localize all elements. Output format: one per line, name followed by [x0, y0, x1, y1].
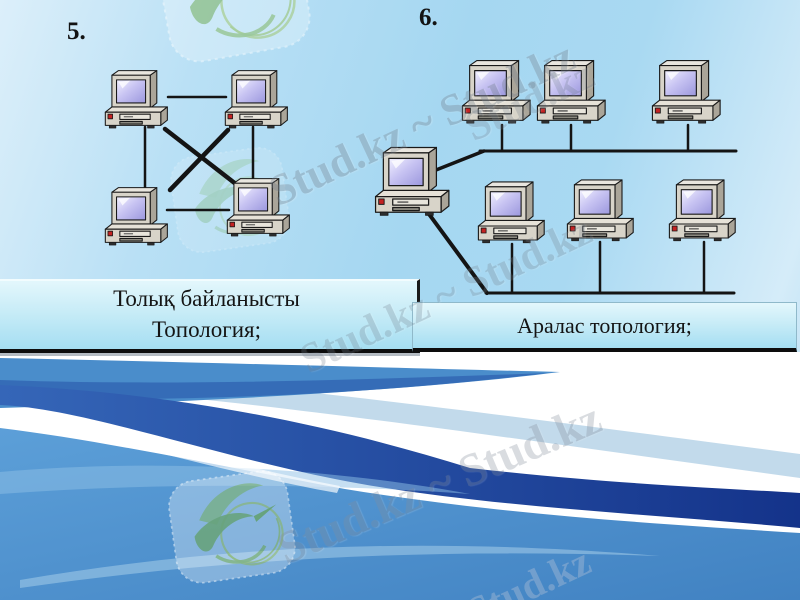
caption-text: Аралас топология; — [517, 313, 692, 338]
caption-line-2: Топология; — [151, 317, 261, 342]
stud-kz-hummingbird-logo — [161, 462, 304, 593]
computer-icon — [104, 185, 170, 247]
wave-decoration — [0, 352, 800, 600]
computer-icon — [536, 58, 608, 125]
computer-icon — [651, 58, 723, 125]
caption-line-1: Толық байланысты — [113, 286, 300, 311]
figure-number-6: 6. — [419, 4, 438, 31]
figure-number-5: 5. — [67, 18, 86, 45]
stud-kz-hummingbird-logo — [148, 0, 321, 72]
computer-icon — [477, 179, 547, 245]
computer-icon — [224, 68, 290, 130]
caption-mixed-topology: Аралас топология; — [412, 302, 797, 352]
caption-full-mesh-topology: Толық байланысты Топология; — [0, 279, 420, 353]
computer-icon — [668, 177, 738, 243]
computer-icon — [566, 177, 636, 243]
computer-icon — [104, 68, 170, 130]
computer-icon — [461, 58, 533, 125]
computer-icon — [226, 176, 292, 238]
computer-icon — [374, 145, 452, 217]
